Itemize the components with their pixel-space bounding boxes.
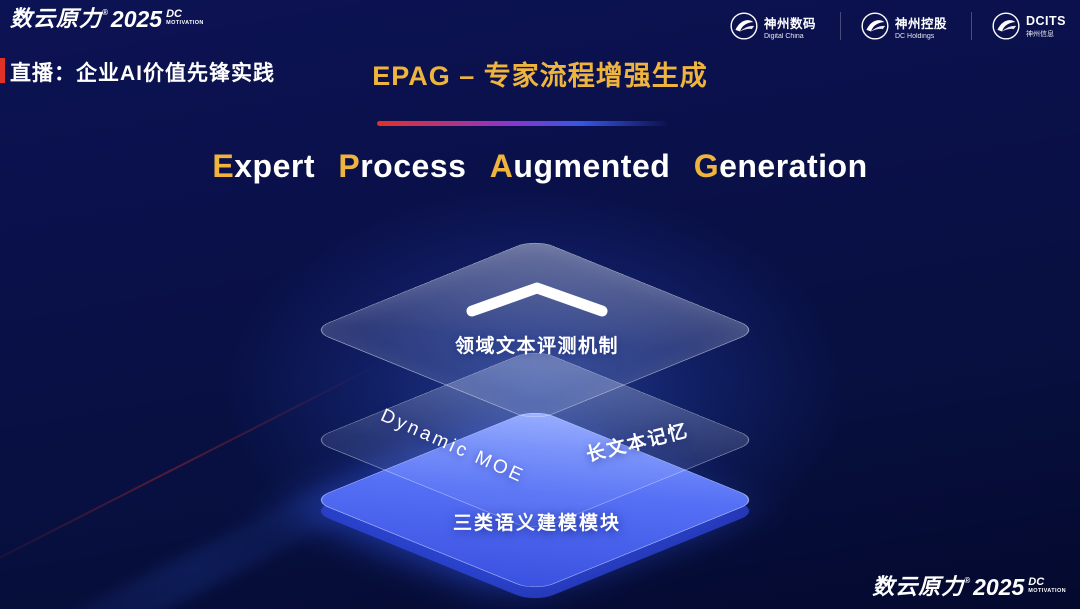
brand-dc: DC (166, 8, 182, 20)
subtitle-word: Expert (212, 148, 315, 184)
brand-dc-block: DC MOTIVATION (1028, 577, 1066, 595)
logo-dcits: DCITS 神州信息 (971, 12, 1066, 40)
dcits-swoosh-icon (992, 12, 1020, 40)
chevron-up-icon (462, 281, 612, 322)
logo-dc-holdings: 神州控股 DC Holdings (839, 12, 947, 40)
logo-text: DCITS 神州信息 (1026, 14, 1066, 39)
brand-motivation: MOTIVATION (166, 20, 204, 26)
subtitle-rest: rocess (360, 148, 467, 184)
logo-name: 神州控股 (894, 16, 947, 31)
digital-china-swoosh-icon (730, 12, 758, 40)
brand-year: 2025 (110, 6, 163, 32)
logo-subtitle: Digital China (763, 32, 804, 40)
subtitle-word: Generation (694, 148, 868, 184)
logo-name: DCITS (1026, 13, 1066, 28)
dc-holdings-swoosh-icon (861, 12, 889, 40)
subtitle-rest: eneration (719, 148, 868, 184)
brand-registered-mark: ® (102, 8, 108, 17)
subtitle-rest: xpert (234, 148, 315, 184)
red-edge-accent (0, 58, 5, 83)
subtitle-english: Expert Process Augmented Generation (0, 148, 1080, 185)
subtitle-rest: ugmented (513, 148, 671, 184)
logo-subtitle: DC Holdings (894, 32, 935, 40)
layer-top-label: 领域文本评测机制 (454, 336, 619, 357)
subtitle-initial: P (338, 148, 361, 184)
layer-bottom-label: 三类语义建模模块 (452, 513, 621, 534)
logo-text: 神州数码 Digital China (764, 13, 816, 40)
subtitle-initial: A (489, 148, 514, 184)
subtitle-word: Process (338, 148, 466, 184)
page-title: EPAG – 专家流程增强生成 (372, 61, 708, 91)
brand-registered-mark: ® (964, 576, 971, 585)
logo-text: 神州控股 DC Holdings (895, 13, 947, 40)
gradient-divider (377, 121, 669, 126)
logo-subtitle: 神州信息 (1026, 30, 1054, 38)
subtitle-word: Augmented (490, 148, 671, 184)
brand-logo-top-left: 数云原力®2025 DC MOTIVATION (10, 8, 204, 31)
brand-motivation: MOTIVATION (1028, 588, 1066, 594)
logo-digital-china: 神州数码 Digital China (730, 12, 816, 40)
brand-year: 2025 (973, 574, 1025, 600)
live-label: 直播：企业AI价值先锋实践 (10, 62, 275, 85)
brand-dc-block: DC MOTIVATION (166, 9, 204, 27)
brand-name: 数云原力 (10, 6, 103, 31)
subtitle-initial: E (212, 148, 235, 184)
brand-logo-bottom-right: 数云原力®2025 DC MOTIVATION (872, 576, 1066, 599)
logo-name: 神州数码 (763, 16, 816, 31)
brand-dc: DC (1028, 576, 1045, 588)
partner-logos: 神州数码 Digital China 神州控股 DC Holdings DC (730, 12, 1066, 40)
brand-name: 数云原力 (872, 574, 965, 599)
subtitle-initial: G (693, 148, 720, 184)
